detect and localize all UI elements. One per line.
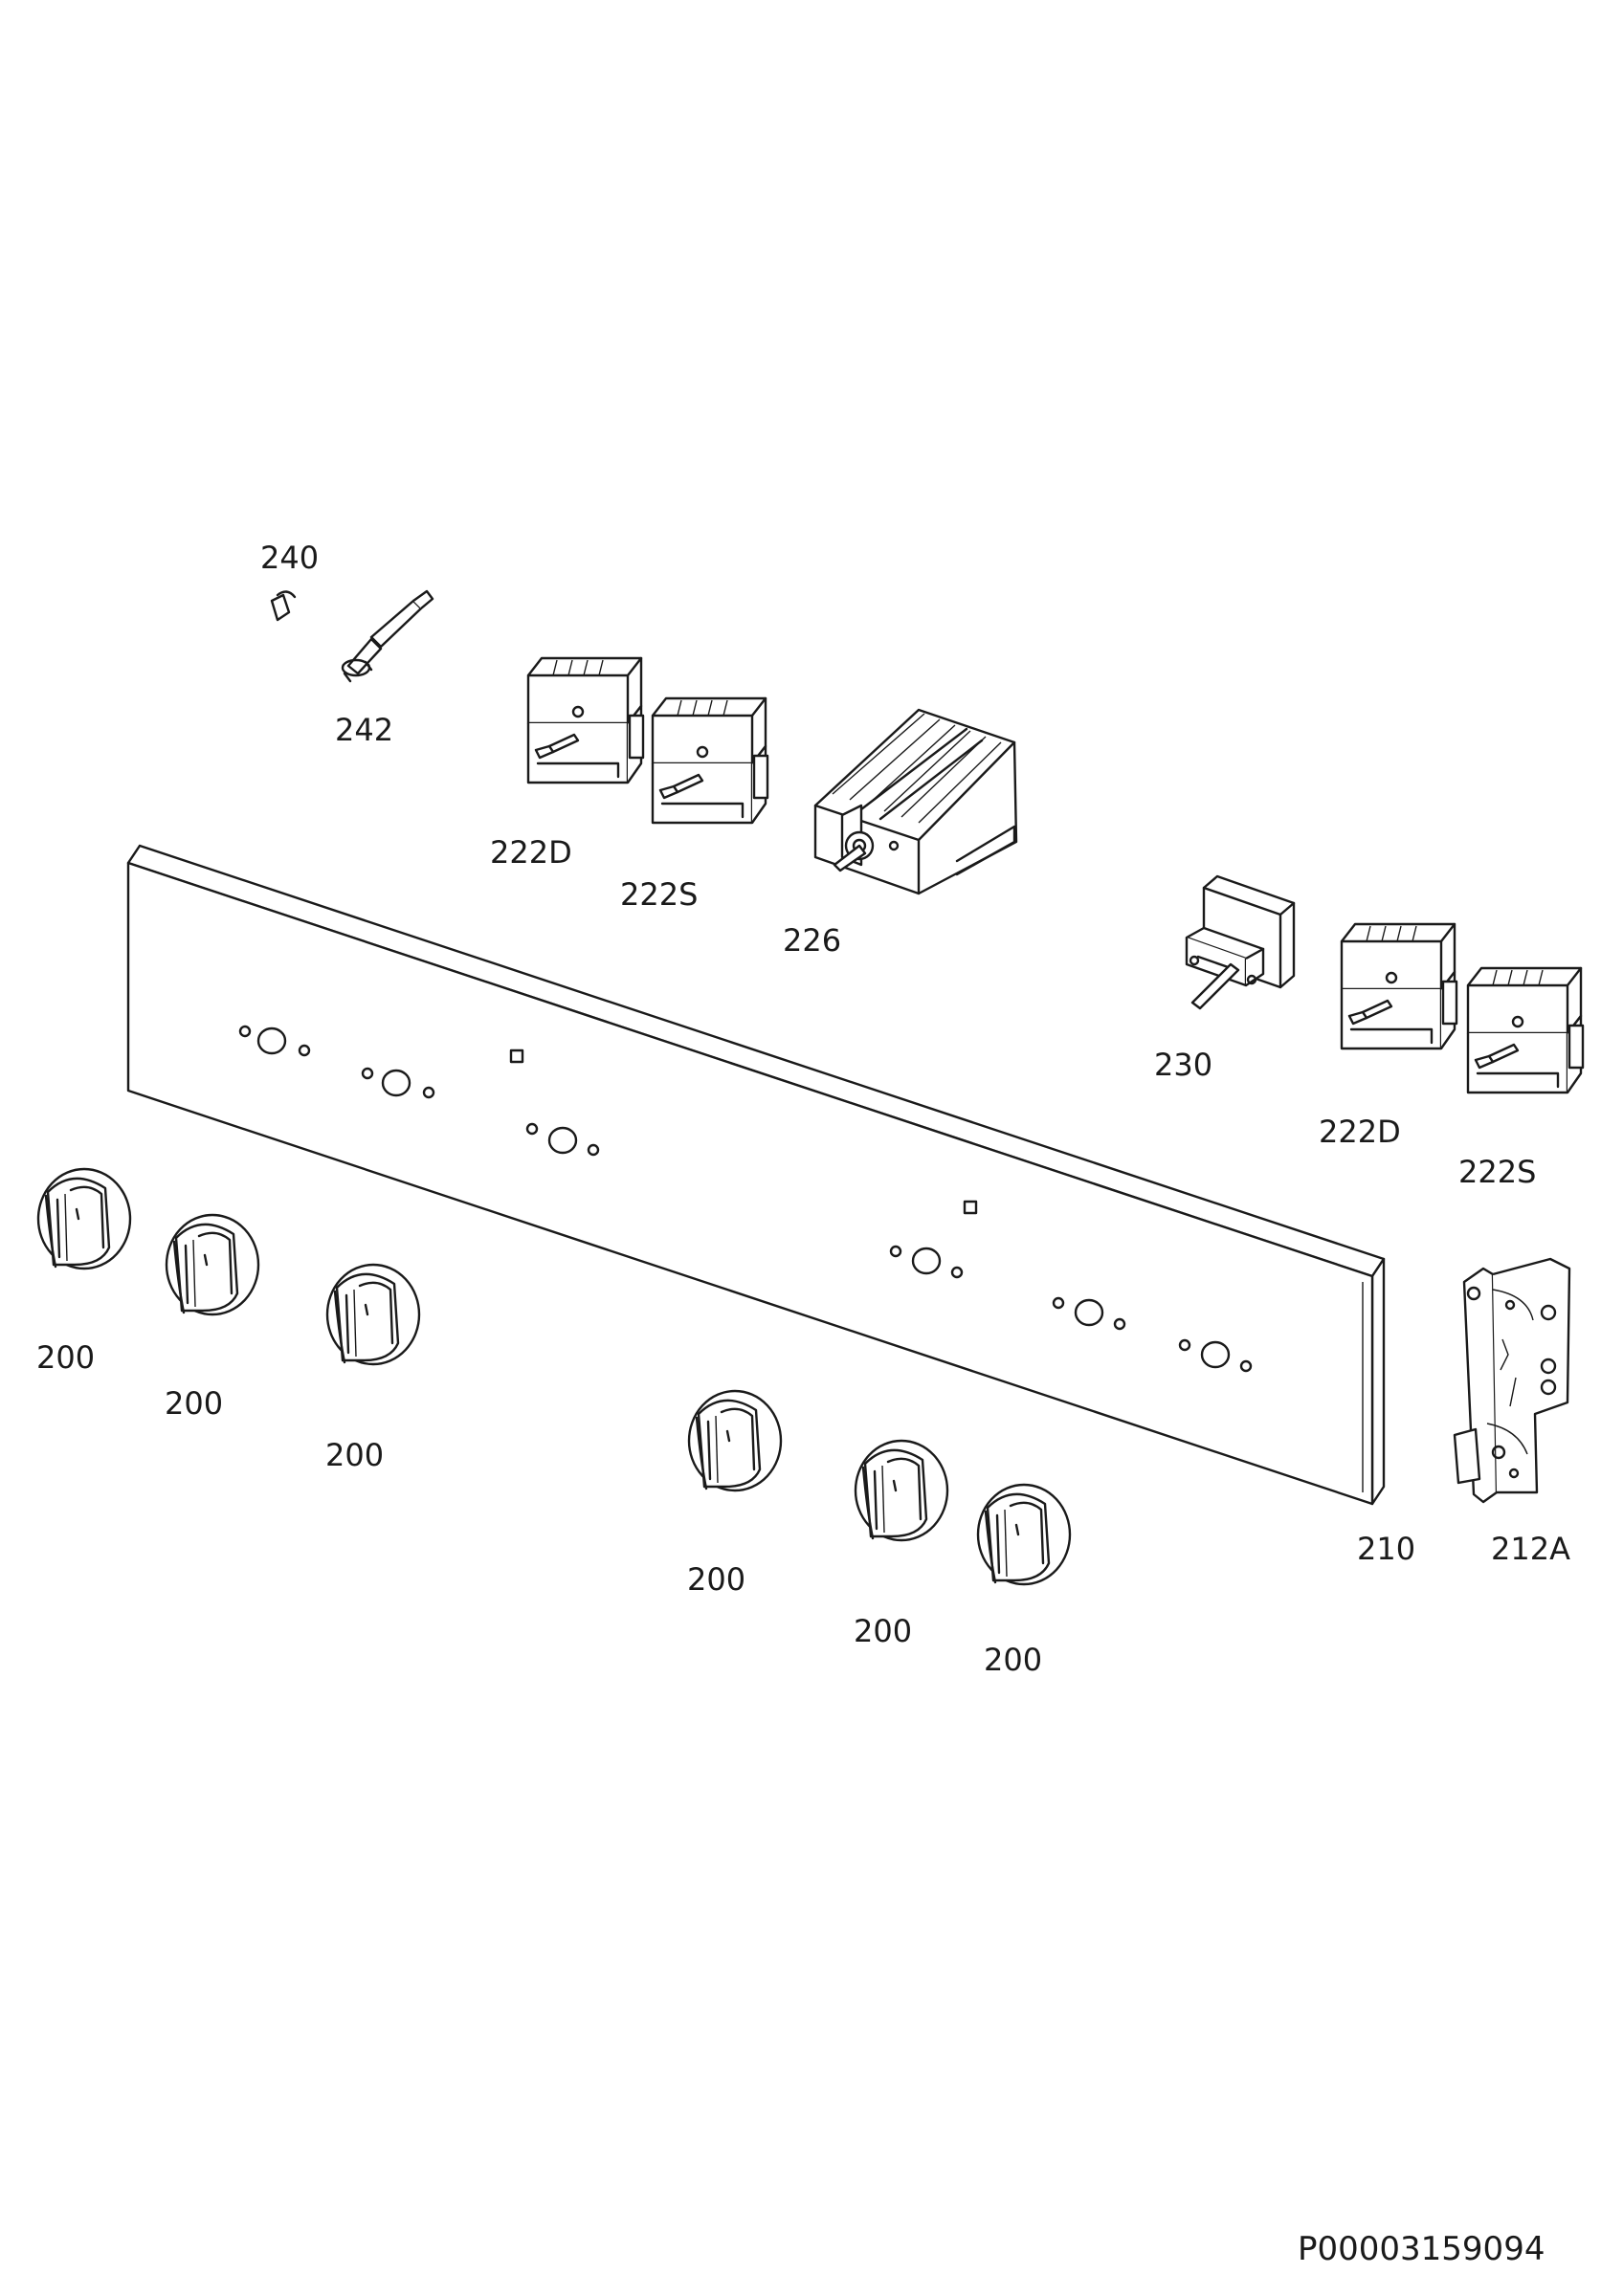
part-200-knob-5 [854,1439,949,1542]
label-222S-top: 222S [620,876,698,913]
label-230: 230 [1154,1047,1212,1083]
label-222D-top: 222D [490,834,572,871]
part-222S-energy-regulator-top [651,696,769,825]
label-200-knob-6: 200 [984,1642,1042,1678]
part-200-knob-3 [325,1263,421,1366]
part-200-knob-1 [36,1167,132,1270]
part-212A-bracket [1453,1257,1571,1504]
part-226-function-selector [813,708,1018,895]
label-242: 242 [335,712,393,748]
label-222D-right: 222D [1319,1114,1401,1150]
part-240-clip [270,590,297,622]
part-222D-energy-regulator-top [526,656,645,784]
label-210: 210 [1357,1531,1415,1567]
label-240: 240 [260,540,319,576]
part-222D-energy-regulator-right [1340,922,1458,1050]
label-200-knob-2: 200 [165,1385,223,1422]
label-226: 226 [783,922,841,959]
part-200-knob-4 [687,1389,783,1492]
label-222S-right: 222S [1458,1154,1536,1190]
label-200-knob-4: 200 [687,1561,745,1598]
label-200-knob-3: 200 [325,1437,384,1473]
part-242-ignition-element [341,589,434,683]
part-210-control-panel [126,844,1386,1506]
part-200-knob-2 [165,1213,260,1316]
label-200-knob-1: 200 [36,1339,95,1376]
label-200-knob-5: 200 [854,1613,912,1649]
document-number: P00003159094 [1298,2230,1545,2268]
label-212A: 212A [1491,1531,1570,1567]
part-200-knob-6 [976,1483,1072,1586]
part-230-thermostat [1185,874,1296,1010]
part-222S-energy-regulator-right [1466,966,1585,1094]
